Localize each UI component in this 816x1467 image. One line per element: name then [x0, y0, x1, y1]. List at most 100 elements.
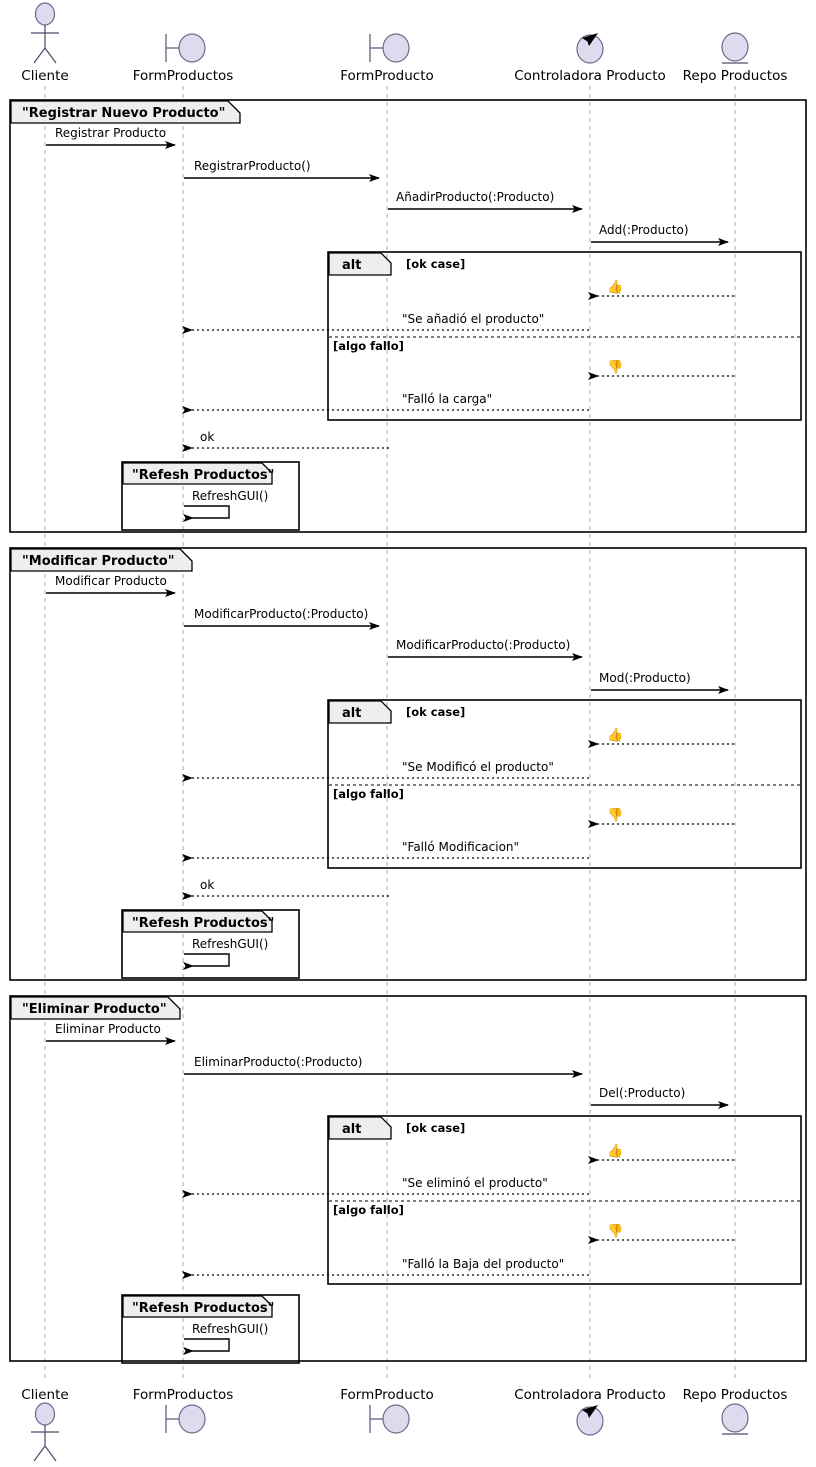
lifelines — [44, 86, 736, 1380]
message-ok-1[interactable]: ok — [182, 430, 389, 452]
message-label: RefreshGUI() — [192, 937, 268, 951]
thumbs-down-icon: 👎 — [607, 359, 623, 375]
message-ok-2[interactable]: ok — [182, 878, 389, 900]
message-label: RefreshGUI() — [192, 1322, 268, 1336]
participant-label: Repo Productos — [683, 1387, 788, 1403]
self-message-refreshgui-3[interactable]: RefreshGUI() — [183, 1322, 268, 1355]
frame-label: "Modificar Producto" — [22, 554, 175, 569]
message-eliminar-producto[interactable]: Eliminar Producto — [46, 1022, 176, 1045]
entity-icon — [721, 1403, 749, 1435]
message-modificarproducto-ctrl[interactable]: ModificarProducto(:Producto) — [388, 638, 583, 661]
message-thumbs-up-return-2[interactable]: 👍 — [588, 727, 734, 748]
participant-footers: Cliente FormProductos FormProd — [21, 1387, 788, 1462]
frame-modificar-producto[interactable]: "Modificar Producto" Modificar Producto … — [9, 547, 807, 981]
actor-stick-figure-icon — [31, 1402, 59, 1462]
participant-cliente-bottom[interactable]: Cliente — [21, 1387, 69, 1462]
nested-frame-refesh-productos-1[interactable]: "Refesh Productos" RefreshGUI() — [121, 461, 300, 531]
message-del[interactable]: Del(:Producto) — [591, 1086, 729, 1109]
alt-fragment-2[interactable]: alt [ok case] 👍 "Se Modificó el producto… — [182, 699, 802, 869]
boundary-icon — [369, 33, 410, 63]
message-label: "Se añadió el producto" — [402, 312, 544, 326]
participant-formproducto-top[interactable]: FormProducto — [340, 33, 434, 84]
message-label: EliminarProducto(:Producto) — [194, 1055, 362, 1069]
message-thumbs-down-return-1[interactable]: 👎 — [588, 359, 734, 380]
frame-eliminar-producto[interactable]: "Eliminar Producto" Eliminar Producto El… — [9, 995, 807, 1364]
thumbs-down-icon: 👎 — [607, 807, 623, 823]
participant-controladora-producto-bottom[interactable]: Controladora Producto — [514, 1387, 666, 1436]
message-anadirproducto[interactable]: AñadirProducto(:Producto) — [388, 190, 583, 213]
message-label: "Se eliminó el producto" — [402, 1176, 548, 1190]
message-thumbs-down-return-2[interactable]: 👎 — [588, 807, 734, 828]
participant-formproductos-top[interactable]: FormProductos — [133, 33, 234, 84]
control-icon — [576, 1405, 604, 1436]
alt-fragment-3[interactable]: alt [ok case] 👍 "Se eliminó el producto"… — [182, 1115, 802, 1285]
alt-guard-fail: [algo fallo] — [333, 339, 404, 353]
message-eliminarproducto-ctrl[interactable]: EliminarProducto(:Producto) — [184, 1055, 583, 1078]
message-modificarproducto-form[interactable]: ModificarProducto(:Producto) — [184, 607, 380, 630]
boundary-icon — [165, 33, 206, 63]
message-label: "Falló la carga" — [402, 392, 492, 406]
participant-controladora-producto-top[interactable]: Controladora Producto — [514, 33, 666, 84]
frame-registrar-nuevo-producto[interactable]: "Registrar Nuevo Producto" Registrar Pro… — [9, 99, 807, 533]
participant-formproductos-bottom[interactable]: FormProductos — [133, 1387, 234, 1434]
thumbs-down-icon: 👎 — [607, 1223, 623, 1239]
alt-label: alt — [342, 258, 361, 273]
message-label: Modificar Producto — [55, 574, 167, 588]
participant-repo-productos-bottom[interactable]: Repo Productos — [683, 1387, 788, 1435]
alt-guard-ok: [ok case] — [406, 705, 465, 719]
message-thumbs-up-return-1[interactable]: 👍 — [588, 279, 734, 300]
message-label: AñadirProducto(:Producto) — [396, 190, 554, 204]
message-label: RegistrarProducto() — [194, 159, 311, 173]
message-label: ok — [200, 878, 214, 892]
message-fallo-modificacion[interactable]: "Falló Modificacion" — [182, 840, 589, 862]
message-modificar-producto[interactable]: Modificar Producto — [46, 574, 176, 597]
participant-label: Controladora Producto — [514, 68, 666, 84]
participant-formproducto-bottom[interactable]: FormProducto — [340, 1387, 434, 1434]
alt-fragment-1[interactable]: alt [ok case] 👍 "Se añadió el producto" … — [182, 251, 802, 421]
message-label: Registrar Producto — [55, 126, 166, 140]
self-message-refreshgui-1[interactable]: RefreshGUI() — [183, 489, 268, 522]
alt-label: alt — [342, 1122, 361, 1137]
alt-label: alt — [342, 706, 361, 721]
message-thumbs-down-return-3[interactable]: 👎 — [588, 1223, 734, 1244]
participant-label: FormProductos — [133, 68, 234, 84]
frame-label: "Eliminar Producto" — [22, 1002, 167, 1017]
message-se-elimino-el-producto[interactable]: "Se eliminó el producto" — [182, 1176, 589, 1198]
participant-cliente-top[interactable]: Cliente — [21, 2, 69, 84]
message-se-anadio-el-producto[interactable]: "Se añadió el producto" — [182, 312, 589, 334]
participant-label: FormProducto — [340, 1387, 434, 1403]
message-label: Del(:Producto) — [599, 1086, 685, 1100]
message-thumbs-up-return-3[interactable]: 👍 — [588, 1143, 734, 1164]
nested-frame-label: "Refesh Productos" — [132, 468, 274, 483]
boundary-icon — [369, 1404, 410, 1434]
participant-label: FormProductos — [133, 1387, 234, 1403]
actor-stick-figure-icon — [31, 2, 59, 64]
message-registrarproducto[interactable]: RegistrarProducto() — [184, 159, 380, 182]
control-icon — [576, 33, 604, 64]
participant-repo-productos-top[interactable]: Repo Productos — [683, 32, 788, 84]
message-label: ModificarProducto(:Producto) — [396, 638, 570, 652]
message-label: Add(:Producto) — [599, 223, 689, 237]
message-add[interactable]: Add(:Producto) — [591, 223, 729, 246]
message-fallo-la-carga[interactable]: "Falló la carga" — [182, 392, 589, 414]
message-mod[interactable]: Mod(:Producto) — [591, 671, 729, 694]
message-se-modifico-el-producto[interactable]: "Se Modificó el producto" — [182, 760, 589, 782]
participant-headers: Cliente FormProductos FormProducto — [21, 2, 788, 84]
message-label: ModificarProducto(:Producto) — [194, 607, 368, 621]
message-label: ok — [200, 430, 214, 444]
thumbs-up-icon: 👍 — [607, 727, 623, 743]
self-message-refreshgui-2[interactable]: RefreshGUI() — [183, 937, 268, 970]
message-label: "Se Modificó el producto" — [402, 760, 554, 774]
alt-guard-ok: [ok case] — [406, 257, 465, 271]
nested-frame-refesh-productos-3[interactable]: "Refesh Productos" RefreshGUI() — [121, 1294, 300, 1364]
boundary-icon — [165, 1404, 206, 1434]
message-registrar-producto[interactable]: Registrar Producto — [46, 126, 176, 149]
participant-label: Controladora Producto — [514, 1387, 666, 1403]
alt-guard-fail: [algo fallo] — [333, 1203, 404, 1217]
nested-frame-refesh-productos-2[interactable]: "Refesh Productos" RefreshGUI() — [121, 909, 300, 979]
message-label: "Falló Modificacion" — [402, 840, 519, 854]
message-fallo-la-baja-del-producto[interactable]: "Falló la Baja del producto" — [182, 1257, 589, 1279]
nested-frame-label: "Refesh Productos" — [132, 1301, 274, 1316]
entity-icon — [721, 32, 749, 64]
